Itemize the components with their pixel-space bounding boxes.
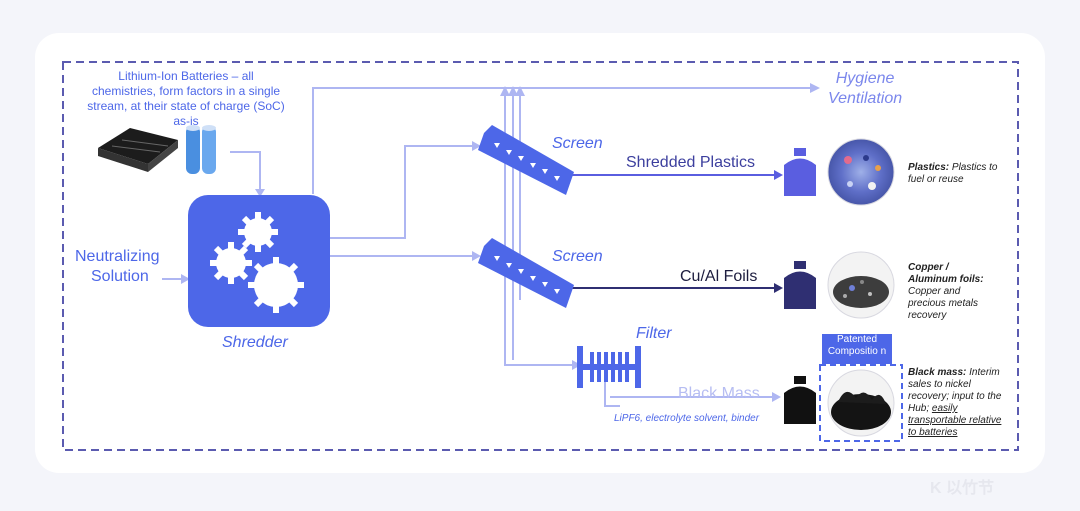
battery-to-shredder-line [230,151,261,192]
black-mass-desc-underline: easily transportable relative to batteri… [908,403,1002,438]
shredder-icon [188,195,330,327]
shredder-label: Shredder [222,334,288,351]
plastics-desc-text: Plastics to fuel or reuse [908,162,998,185]
flow-lines [162,87,818,407]
black-mass-stream-label: Black Mass [678,385,760,402]
byproduct-line [604,380,620,407]
plastics-bottle-icon [784,148,816,196]
bottom-screen-label: Screen [552,248,603,265]
plastics-stream-label: Shredded Plastics [626,154,755,171]
plastics-description: Plastics: Plastics to fuel or reuse [908,162,1004,186]
black-mass-desc-title: Black mass: [908,367,967,378]
arrow-right-icon [472,141,481,151]
filter-label: Filter [636,325,672,342]
battery-pack-icon [98,128,178,172]
plastics-desc-title: Plastics: [908,162,950,173]
neutralizing-line-1: Neutralizing [75,248,160,265]
foils-bottle-icon [784,261,816,309]
top-screen-label: Screen [552,135,603,152]
shredder-to-top-screen-line [330,145,478,239]
neutralizing-solution-label: Neutralizing Solution [75,247,159,287]
byproduct-label: LiPF6, electrolyte solvent, binder [614,413,760,424]
hygiene-line-1: Hygiene [835,70,895,87]
watermark-logo: K 以竹节 [930,480,995,497]
arrow-up-icon [515,86,525,96]
arrow-up-icon [508,86,518,96]
arrow-right-icon [181,274,190,284]
batteries-input-label: Lithium-Ion Batteries – all chemistries,… [87,69,285,128]
arrow-right-icon [774,283,783,293]
foils-desc-title: Copper / Aluminum foils: [908,262,984,285]
hygiene-ventilation-label: Hygiene Ventilation [828,69,902,109]
shredder-to-ventilation-line [312,87,818,194]
bottom-screen-icon [478,238,574,308]
arrow-right-icon [572,360,581,370]
arrow-right-icon [774,170,783,180]
neutralizing-line-2: Solution [91,268,149,285]
black-mass-description: Black mass: Interim sales to nickel reco… [908,367,1006,439]
plastics-photo [827,138,895,206]
top-screen-icon [478,125,574,195]
arrow-right-icon [810,83,820,93]
arrow-right-icon [472,251,481,261]
black-mass-bottle-icon [784,376,816,424]
flow-arrows [181,83,820,402]
foils-photo [827,251,895,319]
arrow-up-icon [500,86,510,96]
hygiene-line-2: Ventilation [828,90,903,107]
system-boundary [62,61,1019,451]
filter-feed-line [504,88,578,366]
battery-cells-icon [186,125,216,174]
arrow-right-icon [772,392,781,402]
patented-composition-badge: Patented Compositio n [822,334,892,364]
foils-desc-text: Copper and precious metals recovery [908,286,979,321]
black-mass-photo [819,364,903,442]
filter-icon [577,346,641,388]
black-mass-desc-text: Interim sales to nickel recovery; input … [908,367,1002,414]
foils-stream-label: Cu/Al Foils [680,268,758,285]
arrow-down-icon [255,189,265,197]
foils-description: Copper / Aluminum foils: Copper and prec… [908,262,992,322]
